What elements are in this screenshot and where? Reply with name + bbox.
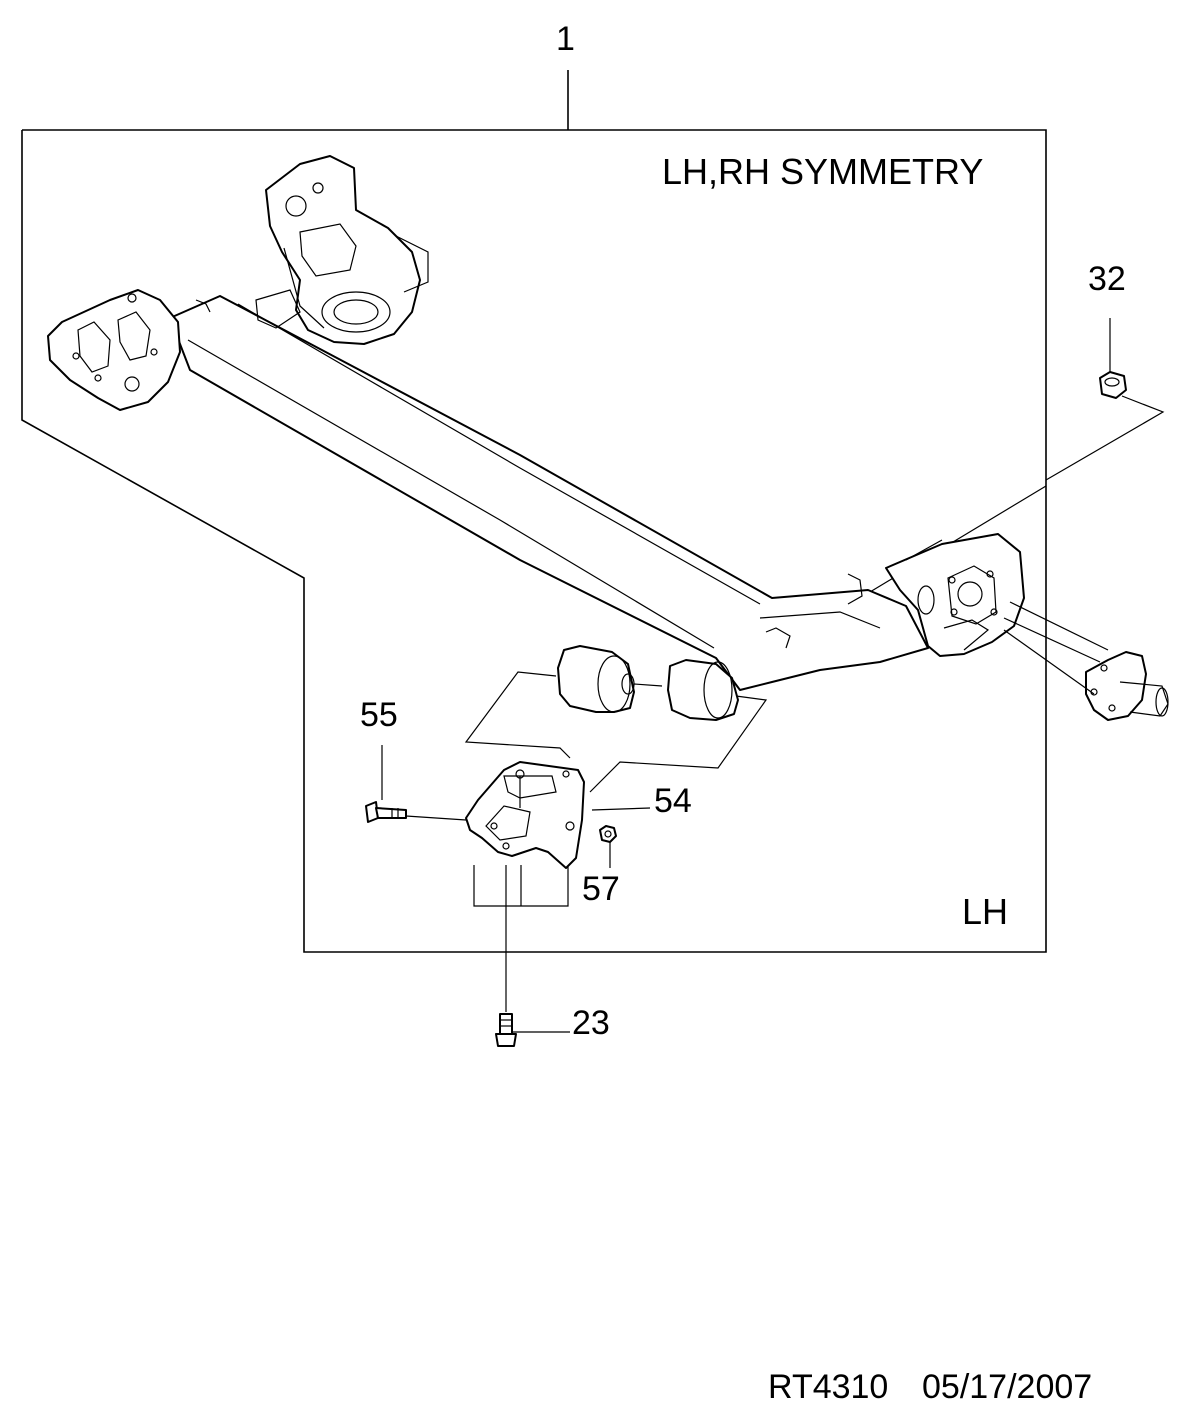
bolt-23 bbox=[495, 1013, 517, 1047]
nut-57 bbox=[599, 825, 617, 843]
bracket-54 bbox=[465, 761, 585, 869]
nut-32 bbox=[1099, 371, 1127, 399]
callout-1: 1 bbox=[556, 20, 575, 58]
callout-32: 32 bbox=[1088, 260, 1126, 298]
rear-axle-beam bbox=[47, 155, 1169, 721]
bolt-55 bbox=[365, 801, 407, 823]
drawing-date: 05/17/2007 bbox=[922, 1368, 1093, 1406]
symmetry-note: LH,RH SYMMETRY bbox=[662, 151, 984, 192]
bushing-outer bbox=[557, 645, 663, 713]
drawing-code: RT4310 bbox=[768, 1368, 889, 1406]
side-note: LH bbox=[962, 891, 1009, 932]
callout-55: 55 bbox=[360, 696, 398, 734]
callout-54: 54 bbox=[654, 782, 692, 820]
bushing-inner bbox=[667, 659, 739, 721]
assembly-boundary bbox=[21, 70, 1047, 953]
callout-57: 57 bbox=[582, 870, 620, 908]
callout-23: 23 bbox=[572, 1004, 610, 1042]
